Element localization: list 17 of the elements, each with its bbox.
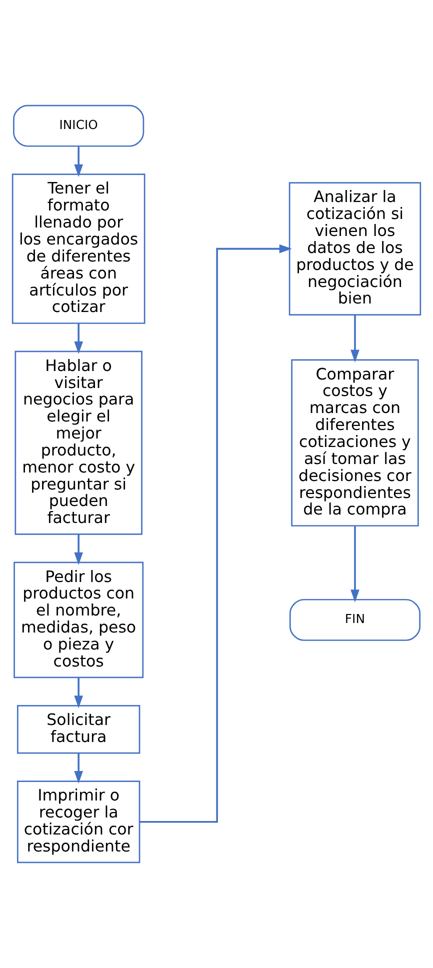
arrow xyxy=(74,323,84,354)
node-box: Comparar costos y marcas con diferentes cotizaciones y así tomar las decisiones correspondientes de la compra xyxy=(291,359,419,526)
arrow xyxy=(350,526,360,602)
node-box: Hablar o visitar negocios para elegir el mejor producto, menor costo y preguntar si pueden facturar xyxy=(14,350,142,535)
node-box: Tener el formato llenado por los encargados de diferentes áreas con artículos por cotizar xyxy=(12,174,146,324)
arrow xyxy=(74,146,84,178)
node-box: Solicitar factura xyxy=(16,705,140,754)
node-box: Imprimir o recoger la cotización correspondiente xyxy=(16,780,140,864)
arrow xyxy=(74,678,84,708)
arrow xyxy=(74,534,84,566)
arrow xyxy=(350,315,360,362)
node-box: Analizar la cotización si vienen los datos de los productos y de negociación bien xyxy=(288,182,422,316)
arrow xyxy=(74,753,84,784)
node-box: Pedir los productos con el nombre, medidas, peso o pieza y costos xyxy=(14,562,144,678)
node-box: FIN xyxy=(289,598,421,641)
arrow xyxy=(140,244,292,823)
node-box: INICIO xyxy=(13,104,144,147)
